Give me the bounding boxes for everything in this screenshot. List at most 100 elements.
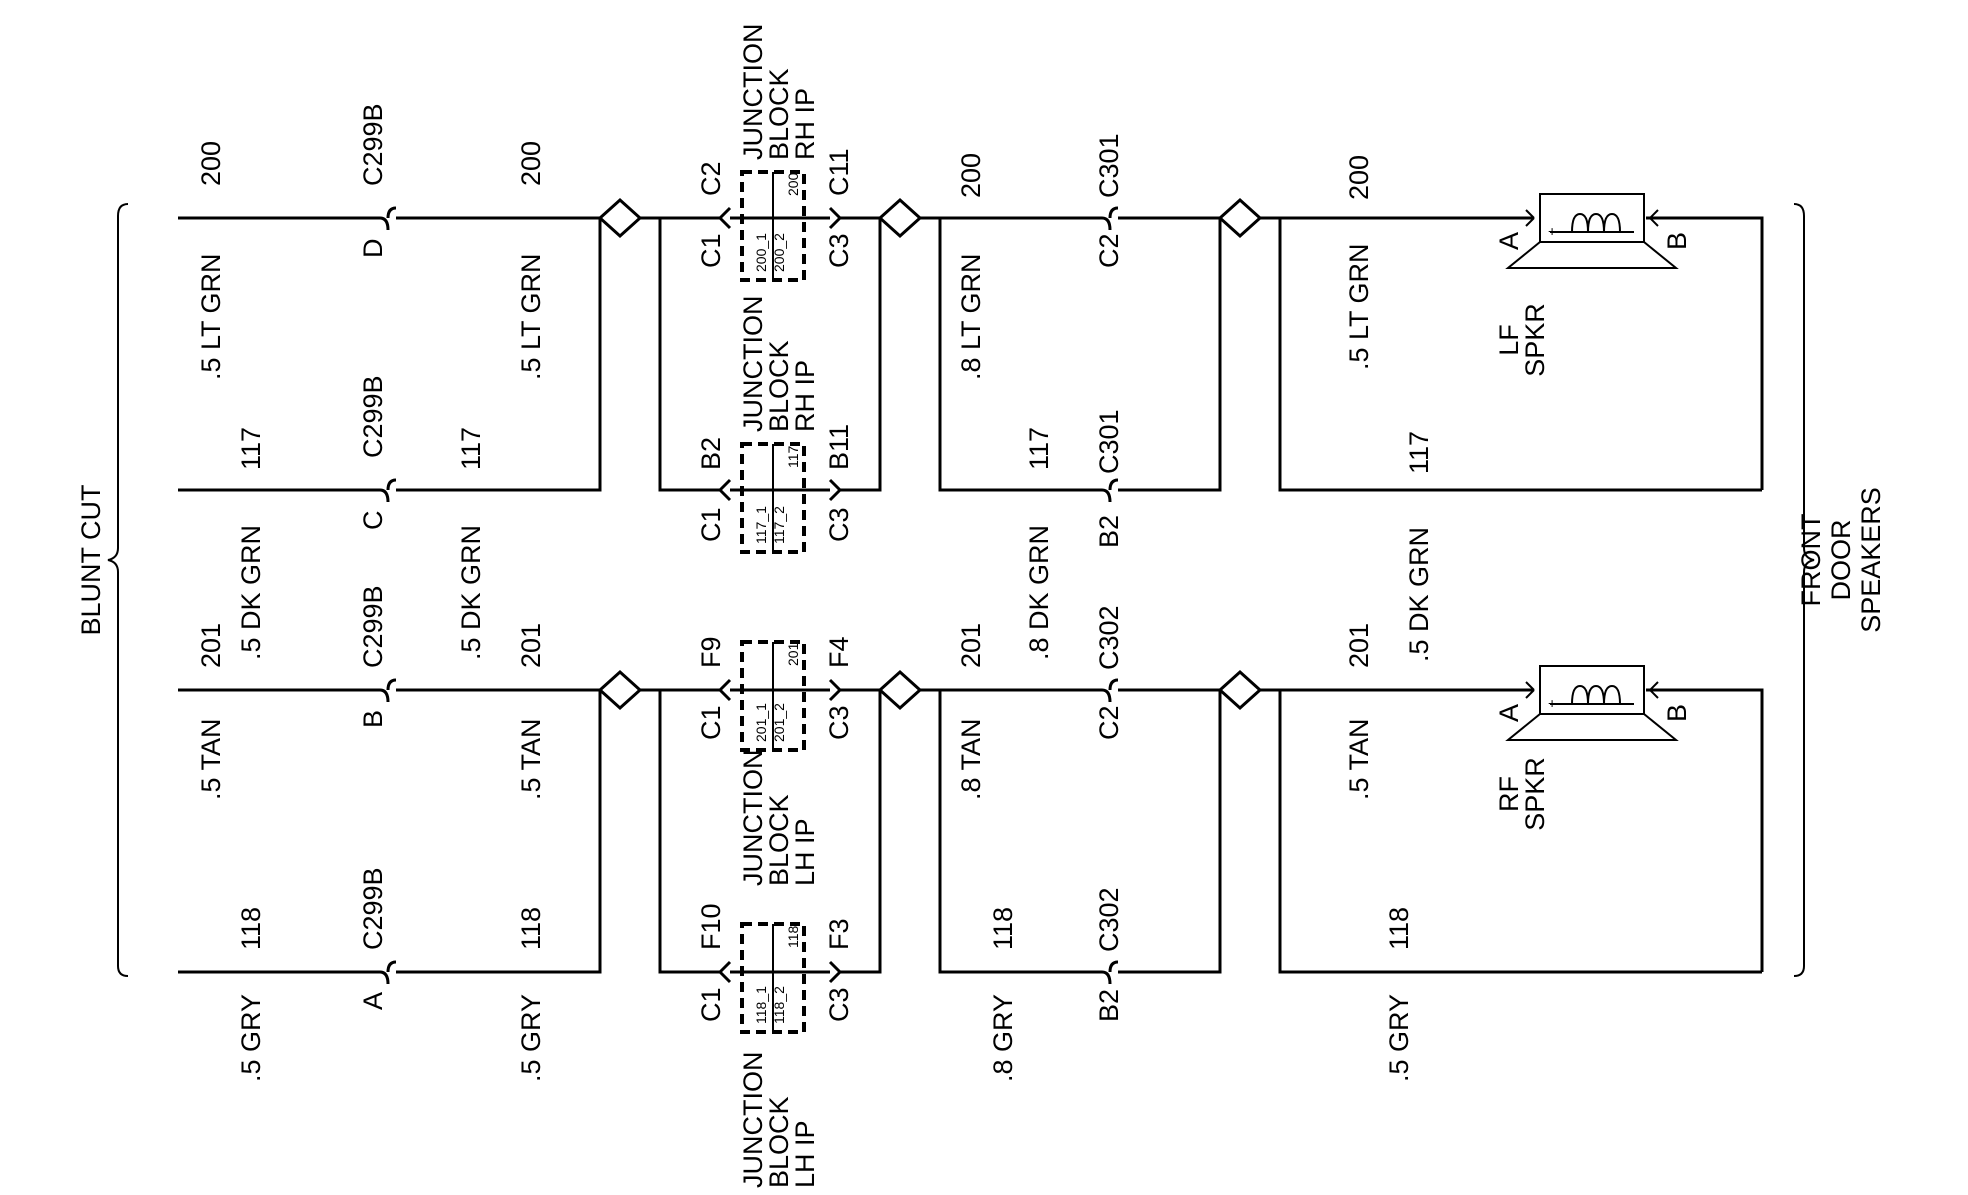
lf-speaker-name: LF SPKR bbox=[1494, 303, 1550, 377]
jb-117-sub2: 117_2 bbox=[771, 506, 787, 544]
circuit-118-wire-mid: .8 GRY bbox=[988, 994, 1018, 1082]
jb-201-box: 201 bbox=[785, 642, 801, 666]
circuit-201-number-right: 201 bbox=[1344, 623, 1374, 668]
c302-pin-b2: B2 bbox=[1094, 989, 1124, 1022]
svg-text:SPKR: SPKR bbox=[1520, 757, 1550, 831]
rf-speaker-name: RF SPKR bbox=[1494, 757, 1550, 831]
svg-text:LH IP: LH IP bbox=[790, 1120, 820, 1188]
circuit-118-wire-left2: .5 GRY bbox=[516, 994, 546, 1082]
circuit-117-number-left2: 117 bbox=[456, 427, 486, 470]
circuit-118-wire-left: .5 GRY bbox=[236, 994, 266, 1082]
jb-200-out-pin: C3 bbox=[824, 233, 854, 268]
circuit-117-wire-left: .5 DK GRN bbox=[236, 525, 266, 660]
jb-117-in: B2 bbox=[696, 437, 726, 470]
c299b-label-118: C299B bbox=[358, 867, 388, 950]
circuit-117-number-mid: 117 bbox=[1024, 427, 1054, 470]
jb-201-out-pin: C3 bbox=[824, 705, 854, 740]
svg-text:LF: LF bbox=[1494, 324, 1524, 356]
svg-text:FRONT: FRONT bbox=[1796, 514, 1826, 607]
jb-117-box: 117 bbox=[785, 445, 801, 468]
circuit-200-number-mid: 200 bbox=[956, 153, 986, 198]
c302-pin-c2: C2 bbox=[1094, 705, 1124, 740]
svg-text:BLOCK: BLOCK bbox=[764, 794, 794, 886]
circuit-200-wire-left2: .5 LT GRN bbox=[516, 253, 546, 380]
circuit-201-number-left2: 201 bbox=[516, 623, 546, 668]
svg-text:JUNCTION: JUNCTION bbox=[738, 750, 768, 887]
circuit-201-wire-left: .5 TAN bbox=[196, 718, 226, 800]
lf-speaker: + - A B LF SPKR bbox=[1494, 193, 1692, 377]
circuit-118-number-mid: 118 bbox=[988, 907, 1018, 950]
circuit-118-number-left: 118 bbox=[236, 907, 266, 950]
lf-speaker-plus: + bbox=[1548, 223, 1556, 239]
c299b-label-117: C299B bbox=[358, 375, 388, 458]
c299b-label-200: C299B bbox=[358, 103, 388, 186]
jb-200-box: 200 bbox=[785, 172, 801, 196]
circuit-200-number-right: 200 bbox=[1344, 155, 1374, 200]
c301-pin-b2: B2 bbox=[1094, 515, 1124, 548]
c299b-pin-d: D bbox=[358, 239, 388, 259]
circuit-201-number-mid: 201 bbox=[956, 623, 986, 668]
circuit-117-number-left: 117 bbox=[236, 427, 266, 470]
svg-text:BLOCK: BLOCK bbox=[764, 340, 794, 432]
svg-text:SPEAKERS: SPEAKERS bbox=[1856, 487, 1886, 633]
circuit-118-wire-right: .5 GRY bbox=[1384, 994, 1414, 1082]
jb-200-in-pin: C1 bbox=[696, 233, 726, 268]
jb-118-out: F3 bbox=[824, 918, 854, 950]
jb-117-sub1: 117_1 bbox=[753, 506, 769, 544]
svg-text:JUNCTION: JUNCTION bbox=[738, 296, 768, 433]
circuit-200: 200 .5 LT GRN D C299B 200 .5 LT GRN C2 C… bbox=[178, 24, 1764, 490]
lf-speaker-pin-a: A bbox=[1494, 232, 1524, 250]
svg-text:BLOCK: BLOCK bbox=[764, 68, 794, 160]
blunt-cut-brace bbox=[107, 203, 129, 977]
jb-118-out-pin: C3 bbox=[824, 987, 854, 1022]
rf-speaker: + - A B RF SPKR bbox=[1494, 665, 1692, 831]
jb-200-sub1: 200_1 bbox=[753, 233, 769, 272]
c301-pin-c2: C2 bbox=[1094, 233, 1124, 268]
svg-text:RH IP: RH IP bbox=[790, 360, 820, 432]
jb-200-sub2: 200_2 bbox=[771, 233, 787, 272]
circuit-201: 201 .5 TAN B C299B 201 .5 TAN F9 C1 F4 C… bbox=[178, 585, 1764, 972]
svg-text:DOOR: DOOR bbox=[1826, 520, 1856, 601]
jb-118-sub2: 118_2 bbox=[771, 986, 787, 1024]
circuit-201-wire-right: .5 TAN bbox=[1344, 718, 1374, 800]
blunt-cut-label: BLUNT CUT bbox=[76, 484, 106, 635]
jb-118-box: 118 bbox=[785, 925, 801, 948]
jb-118-name: JUNCTION BLOCK LH IP bbox=[738, 1052, 820, 1189]
svg-text:JUNCTION: JUNCTION bbox=[738, 1052, 768, 1189]
jb-200-out: C11 bbox=[824, 148, 854, 196]
jb-201-in: F9 bbox=[696, 636, 726, 668]
c301-label-117: C301 bbox=[1094, 409, 1124, 474]
svg-text:JUNCTION: JUNCTION bbox=[738, 24, 768, 161]
jb-117-name: JUNCTION BLOCK RH IP bbox=[738, 296, 820, 433]
jb-201-in-pin: C1 bbox=[696, 705, 726, 740]
jb-201-name: JUNCTION BLOCK LH IP bbox=[738, 750, 820, 887]
jb-200-in: C2 bbox=[696, 161, 726, 196]
rf-speaker-minus: - bbox=[1628, 695, 1633, 711]
circuit-117: 117 .5 DK GRN C C299B 117 .5 DK GRN B2 C… bbox=[178, 218, 1762, 662]
circuit-201-wire-mid: .8 TAN bbox=[956, 718, 986, 800]
svg-text:BLOCK: BLOCK bbox=[764, 1096, 794, 1188]
lf-speaker-pin-b: B bbox=[1662, 232, 1692, 250]
circuit-117-wire-left2: .5 DK GRN bbox=[456, 525, 486, 660]
jb-117-out-pin: C3 bbox=[824, 507, 854, 542]
circuit-200-wire-right: .5 LT GRN bbox=[1344, 243, 1374, 370]
circuit-118: 118 .5 GRY A C299B 118 .5 GRY F10 C1 F3 … bbox=[178, 690, 1762, 1188]
jb-201-sub1: 201_1 bbox=[753, 703, 769, 742]
front-door-speakers-label: FRONT DOOR SPEAKERS bbox=[1796, 487, 1886, 633]
rf-speaker-pin-b: B bbox=[1662, 704, 1692, 722]
c301-label-200: C301 bbox=[1094, 133, 1124, 198]
rf-speaker-plus: + bbox=[1548, 695, 1556, 711]
circuit-117-number-right: 117 bbox=[1404, 431, 1434, 474]
c299b-pin-a: A bbox=[358, 992, 388, 1010]
front-door-speakers-brace bbox=[1793, 203, 1815, 977]
circuit-118-number-left2: 118 bbox=[516, 907, 546, 950]
c299b-pin-b: B bbox=[358, 710, 388, 728]
jb-117-out: B11 bbox=[824, 424, 854, 470]
jb-118-sub1: 118_1 bbox=[753, 986, 769, 1024]
svg-text:RF: RF bbox=[1494, 776, 1524, 812]
circuit-118-number-right: 118 bbox=[1384, 907, 1414, 950]
circuit-117-wire-right: .5 DK GRN bbox=[1404, 527, 1434, 662]
jb-201-out: F4 bbox=[824, 636, 854, 668]
jb-118-in-pin: C1 bbox=[696, 987, 726, 1022]
